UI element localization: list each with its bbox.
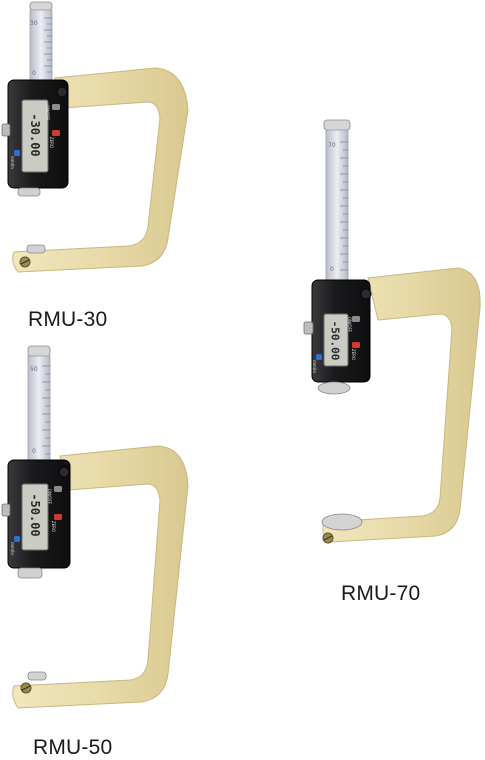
rmu-50-lcd-reading: -50.00 xyxy=(28,493,42,537)
rmu-70-button-onoff-label: ON/OFF xyxy=(347,316,353,333)
rmu-50-button-zero xyxy=(54,514,62,520)
rmu-30-button-zero xyxy=(52,130,60,136)
product-rmu-50: -50.00 50 0 ON/OFF ZERO mm/in xyxy=(0,344,200,714)
rmu-30-button-zero-label: ZERO xyxy=(49,136,55,149)
rmu-50-button-unit-label: mm/in xyxy=(9,542,15,555)
rmu-30-scale-top-mark: 30 xyxy=(30,20,38,27)
rmu-30-lcd-reading: -30.00 xyxy=(28,113,42,157)
rmu-30-gauge-image xyxy=(1,1,189,273)
rmu-70-gauge-image xyxy=(303,119,481,544)
rmu-70-button-unit xyxy=(316,354,322,360)
rmu-50-lcd-display xyxy=(21,483,49,551)
rmu-30-button-unit xyxy=(14,150,20,156)
rmu-50-button-onoff xyxy=(54,486,62,492)
rmu-70-button-zero-label: ZERO xyxy=(351,348,357,361)
rmu-50-scale-bottom-mark: 0 xyxy=(32,448,36,455)
rmu-70-button-zero xyxy=(352,342,360,348)
rmu-50-label: RMU-50 xyxy=(33,736,113,759)
rmu-30-lcd-display xyxy=(21,99,49,173)
rmu-30-scale-bottom-mark: 0 xyxy=(32,70,36,77)
rmu-70-lcd-reading: -50.00 xyxy=(328,320,342,361)
rmu-50-button-zero-label: ZERO xyxy=(51,520,57,533)
rmu-70-scale-bottom-mark: 0 xyxy=(330,266,334,273)
rmu-70-button-unit-label: mm/in xyxy=(311,360,317,373)
rmu-70-label: RMU-70 xyxy=(341,582,421,605)
rmu-50-button-unit xyxy=(14,536,20,542)
rmu-70-button-onoff xyxy=(352,316,360,322)
rmu-30-button-onoff xyxy=(52,104,60,110)
rmu-30-button-unit-label: mm/in xyxy=(9,156,15,169)
product-rmu-70: -50.00 70 0 ON/OFF ZERO mm/in xyxy=(290,118,485,558)
rmu-50-frame xyxy=(12,445,189,709)
rmu-30-label: RMU-30 xyxy=(28,308,108,331)
rmu-70-lcd-display xyxy=(323,313,349,367)
product-rmu-30: -30.00 30 0 ON/OFF ZERO mm/in xyxy=(0,0,200,300)
rmu-50-gauge-image xyxy=(1,345,189,709)
rmu-70-frame xyxy=(322,267,481,543)
rmu-50-button-onoff-label: ON/OFF xyxy=(47,488,53,505)
rmu-70-scale-top-mark: 70 xyxy=(328,142,336,149)
rmu-30-button-onoff-label: ON/OFF xyxy=(45,104,51,121)
rmu-50-scale-top-mark: 50 xyxy=(30,366,38,373)
